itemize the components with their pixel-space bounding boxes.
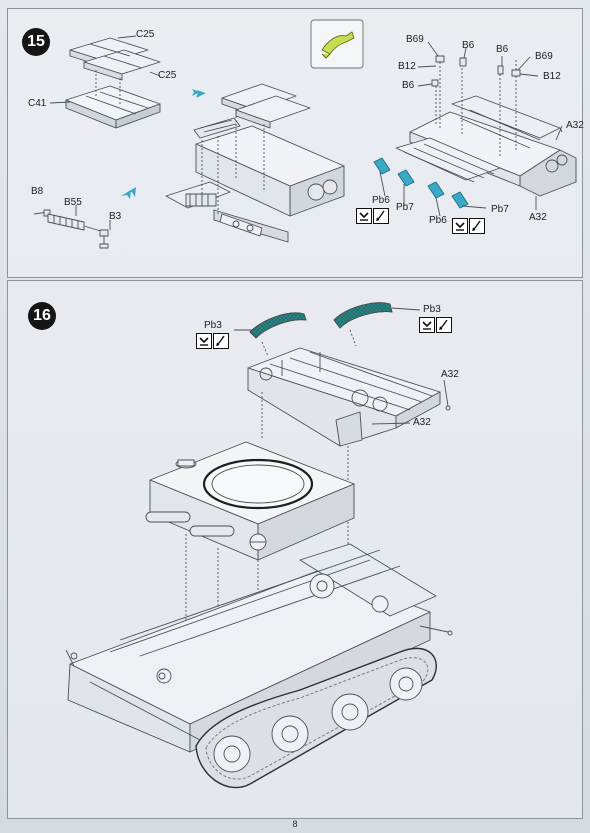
label-a32-bottom: A32 xyxy=(529,212,547,223)
step-15-number: 15 xyxy=(22,28,50,56)
cyan-arrows xyxy=(121,89,206,199)
label-pb3-right: Pb3 xyxy=(423,304,441,315)
page-number: 8 xyxy=(292,819,298,829)
label-pb3-left: Pb3 xyxy=(204,320,222,331)
label-b6-top-right: B6 xyxy=(496,44,509,55)
step-16-rear-deck xyxy=(247,347,451,640)
paint-brush-icon xyxy=(213,333,229,349)
label-c25-top: C25 xyxy=(136,29,155,40)
label-pb7-right: Pb7 xyxy=(491,204,509,215)
label-a32-upper: A32 xyxy=(441,369,459,380)
step-15-middle-hull xyxy=(165,83,345,243)
paint-brush-icon xyxy=(436,317,452,333)
label-b12-left: B12 xyxy=(398,61,416,72)
label-pb6-left: Pb6 xyxy=(372,195,390,206)
label-b3: B3 xyxy=(109,211,122,222)
paint-brush-icon xyxy=(373,208,389,224)
step-16-turret-deck xyxy=(145,441,355,668)
step-15-seat-assembly xyxy=(49,35,161,129)
bend-icon xyxy=(356,208,372,224)
label-a32-lower: A32 xyxy=(413,417,431,428)
mesh-screens xyxy=(234,302,421,357)
step-16-hull xyxy=(65,543,453,789)
step-15-right-hull xyxy=(373,41,577,217)
label-b55: B55 xyxy=(64,197,82,208)
bend-icon xyxy=(419,317,435,333)
label-pb6-right: Pb6 xyxy=(429,215,447,226)
label-pb7-left: Pb7 xyxy=(396,202,414,213)
step-16-number: 16 xyxy=(28,302,56,330)
label-a32-top: A32 xyxy=(566,120,584,131)
label-b6-mid: B6 xyxy=(402,80,415,91)
bend-icon xyxy=(452,218,468,234)
label-b69-right: B69 xyxy=(535,51,553,62)
label-b8: B8 xyxy=(31,186,44,197)
label-c25-bottom: C25 xyxy=(158,70,177,81)
bend-icon xyxy=(196,333,212,349)
step-15-b55-assembly xyxy=(33,205,111,249)
label-b12-right: B12 xyxy=(543,71,561,82)
label-b69-left: B69 xyxy=(406,34,424,45)
paint-brush-icon xyxy=(469,218,485,234)
label-c41: C41 xyxy=(28,98,47,109)
label-b6-top-left: B6 xyxy=(462,40,475,51)
clip-part-box xyxy=(310,19,364,69)
